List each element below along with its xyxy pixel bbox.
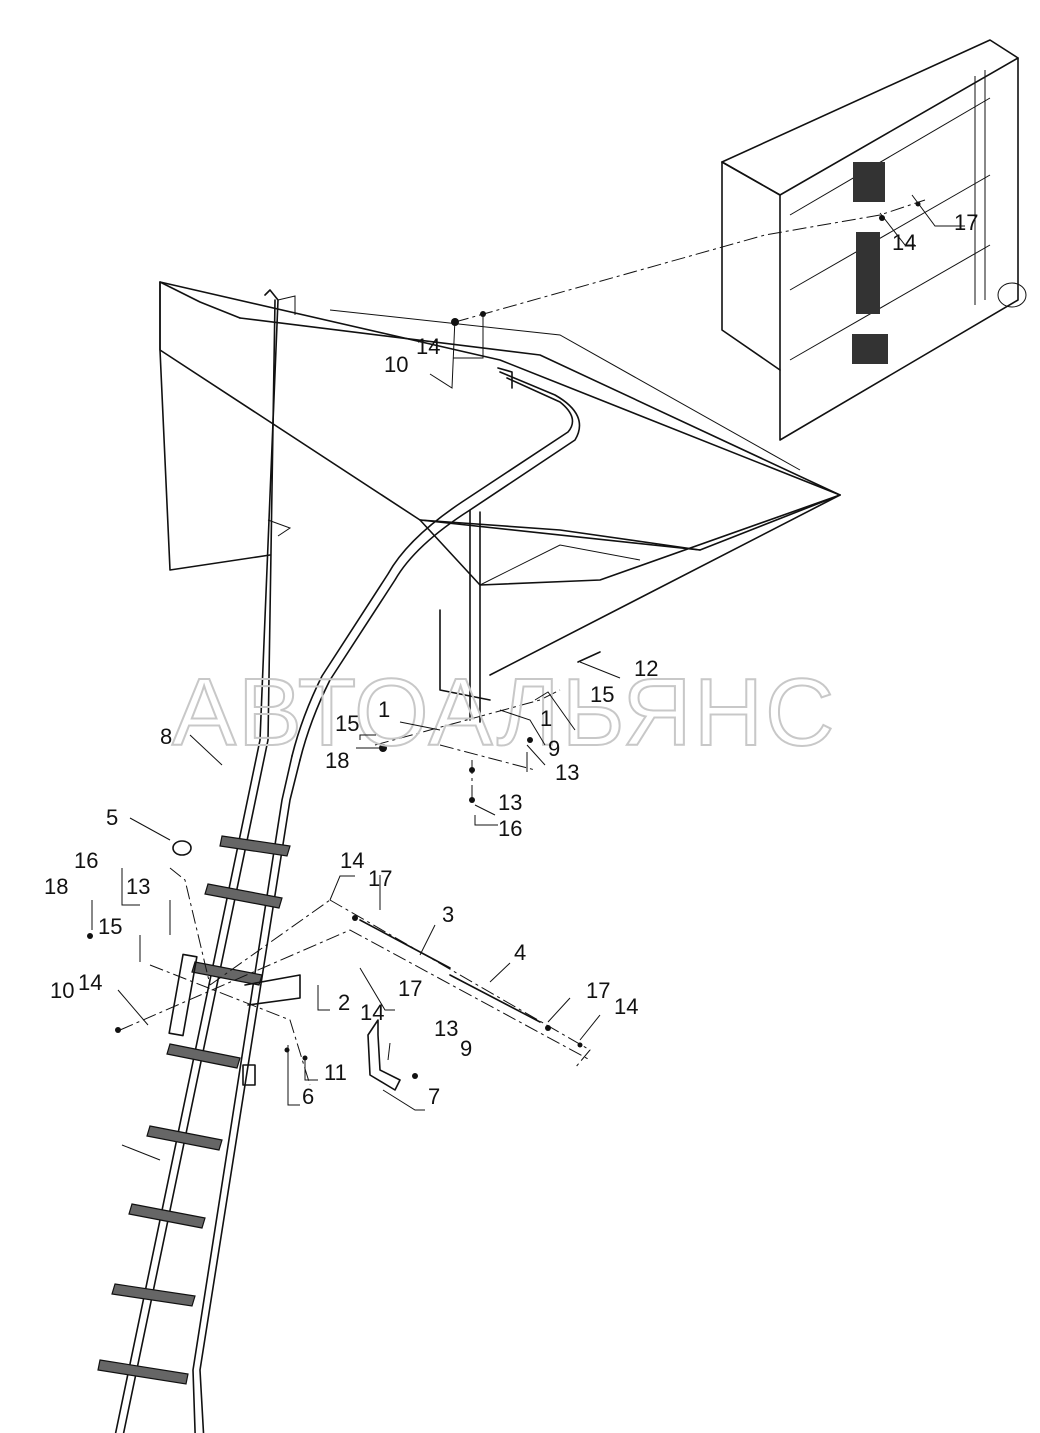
platform-deck — [159, 281, 841, 701]
callout-labels: 14 10 17 14 12 15 1 15 1 9 18 13 13 16 8… — [44, 210, 978, 1109]
ladder-treads — [97, 835, 291, 1385]
callout-2: 10 — [384, 352, 408, 377]
callout-26: 4 — [514, 940, 526, 965]
callout-30: 17 — [586, 978, 610, 1003]
callout-22: 14 — [78, 970, 102, 995]
callout-31: 14 — [614, 994, 638, 1019]
callout-7: 1 — [378, 697, 390, 722]
callout-24: 17 — [368, 866, 392, 891]
callout-4: 14 — [892, 230, 916, 255]
leader-lines — [91, 194, 965, 1161]
bracket-2 — [367, 1019, 401, 1091]
callout-27: 17 — [398, 976, 422, 1001]
callout-32: 13 — [434, 1016, 458, 1041]
radiator-assembly — [721, 39, 1027, 441]
callout-10: 9 — [548, 736, 560, 761]
callout-5: 12 — [634, 656, 658, 681]
radiator-grille-middle — [856, 232, 880, 314]
callout-6: 15 — [590, 682, 614, 707]
callout-29: 14 — [360, 1000, 384, 1025]
callout-25: 3 — [442, 902, 454, 927]
cap-7 — [172, 840, 192, 856]
callout-33: 9 — [460, 1036, 472, 1061]
callout-19: 18 — [44, 874, 68, 899]
callout-1: 14 — [416, 334, 440, 359]
ladder — [97, 289, 301, 1433]
callout-20: 15 — [98, 914, 122, 939]
callout-16: 5 — [106, 805, 118, 830]
assembly-lines — [119, 199, 926, 1086]
radiator-grille-upper — [853, 162, 885, 202]
handrail — [291, 367, 581, 761]
callout-3: 17 — [954, 210, 978, 235]
rod-5 — [359, 919, 451, 969]
radiator-grille-lower — [852, 334, 888, 364]
hardware — [87, 201, 921, 1079]
callout-36: 7 — [428, 1084, 440, 1109]
callout-35: 6 — [302, 1084, 314, 1109]
callout-9: 1 — [540, 706, 552, 731]
callout-13: 13 — [498, 790, 522, 815]
rod-6 — [449, 974, 541, 1023]
callout-8: 15 — [335, 711, 359, 736]
callout-12: 13 — [555, 760, 579, 785]
callout-14: 16 — [498, 816, 522, 841]
callout-11: 18 — [325, 748, 349, 773]
callout-34: 11 — [324, 1060, 347, 1085]
watermark: АВТОАЛЬЯНС — [172, 659, 836, 766]
callout-18: 13 — [126, 874, 150, 899]
callout-23: 14 — [340, 848, 364, 873]
callout-21: 10 — [50, 978, 74, 1003]
callout-15: 8 — [160, 724, 172, 749]
callout-17: 16 — [74, 848, 98, 873]
callout-28: 2 — [338, 990, 350, 1015]
